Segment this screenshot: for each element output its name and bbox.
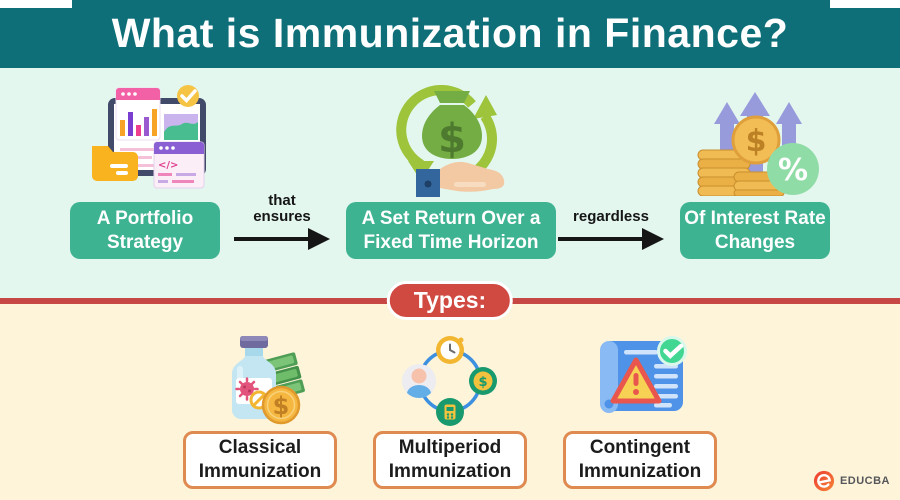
header-banner-tab bbox=[72, 0, 830, 40]
connector-label: that ensures bbox=[253, 191, 311, 225]
svg-text:$: $ bbox=[273, 392, 290, 420]
svg-text:%: % bbox=[778, 153, 808, 188]
step-portfolio-strategy: A Portfolio Strategy bbox=[70, 202, 220, 259]
interest-rate-rise-icon: $ % bbox=[697, 92, 819, 196]
portfolio-dashboard-icon: </> bbox=[92, 85, 206, 189]
step-interest-rate-changes: Of Interest Rate Changes bbox=[680, 202, 830, 259]
type-label: Classical Immunization bbox=[198, 437, 322, 482]
type-multiperiod-immunization: Multiperiod Immunization bbox=[373, 431, 527, 489]
step-set-return: A Set Return Over a Fixed Time Horizon bbox=[346, 202, 556, 259]
vaccine-vial-money-icon: $ bbox=[232, 336, 305, 425]
svg-text:</>: </> bbox=[158, 160, 178, 171]
time-money-people-cycle-icon: $ bbox=[402, 336, 497, 426]
brand-name: EDUCBA bbox=[839, 475, 890, 487]
types-heading: Types: bbox=[386, 281, 514, 320]
educba-logo-icon bbox=[813, 470, 835, 492]
type-contingent-immunization: Contingent Immunization bbox=[563, 431, 717, 489]
svg-text:$: $ bbox=[478, 375, 487, 390]
right-arrow-icon bbox=[234, 228, 330, 250]
step-label: A Set Return Over a Fixed Time Horizon bbox=[361, 207, 541, 253]
brand-lockup: EDUCBA bbox=[813, 470, 890, 492]
type-label: Multiperiod Immunization bbox=[388, 437, 512, 482]
step-label: A Portfolio Strategy bbox=[96, 207, 194, 253]
scroll-warning-check-icon bbox=[600, 336, 687, 413]
svg-text:$: $ bbox=[438, 116, 466, 162]
step-label: Of Interest Rate Changes bbox=[684, 207, 826, 253]
page-title: What is Immunization in Finance? bbox=[111, 9, 789, 56]
type-classical-immunization: Classical Immunization bbox=[183, 431, 337, 489]
type-label: Contingent Immunization bbox=[578, 437, 702, 482]
connector-that-ensures: that ensures bbox=[234, 192, 330, 250]
money-bag-cycle-icon: $ bbox=[396, 85, 505, 197]
connector-regardless: regardless bbox=[558, 199, 664, 250]
right-arrow-icon bbox=[558, 228, 664, 250]
connector-label: regardless bbox=[573, 207, 649, 225]
svg-text:$: $ bbox=[746, 124, 767, 159]
